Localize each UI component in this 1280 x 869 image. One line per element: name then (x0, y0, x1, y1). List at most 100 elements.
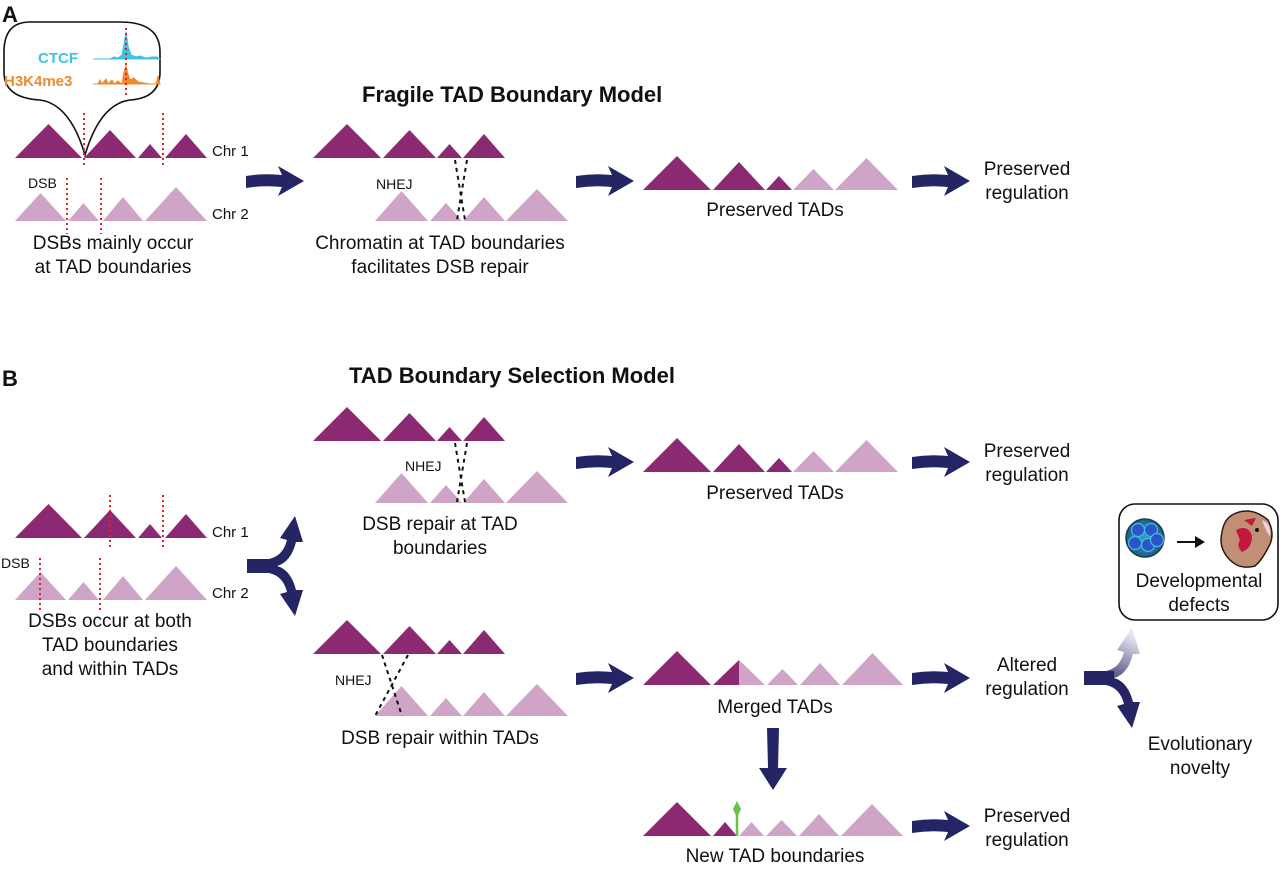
tad-triangle (103, 576, 143, 600)
tad-triangle (15, 504, 82, 538)
tad-triangle (463, 692, 505, 716)
h3k4me3-label: H3K4me3 (4, 73, 73, 90)
tad-triangle (375, 473, 428, 503)
embryo-defect-icon (1236, 528, 1252, 552)
tad-triangle (375, 191, 428, 221)
tad-triangle (68, 203, 99, 221)
altered-regulation-outcome: Altered regulation (968, 654, 1086, 702)
merged-tads-caption: Merged TADs (717, 697, 833, 718)
caption-line: TAD boundaries (42, 635, 178, 656)
evolutionary-novelty-caption: Evolutionary novelty (1130, 733, 1270, 781)
tad-triangle (165, 134, 207, 158)
caption-line: DSBs mainly occur (32, 233, 194, 254)
lower-branch-caption: DSB repair within TADs (341, 728, 539, 749)
embryo-limb-icon (1262, 520, 1271, 536)
tad-triangle (506, 189, 568, 221)
tad-triangle (766, 820, 797, 836)
tad-triangle (383, 130, 436, 158)
caption-line: regulation (985, 830, 1069, 851)
tad-triangle (383, 626, 436, 654)
new-boundary-marker-icon (733, 801, 741, 818)
caption-line: defects (1168, 595, 1230, 616)
developmental-defects-box (1118, 503, 1279, 621)
panel-a-preserved-tads-caption: Preserved TADs (706, 200, 844, 221)
embryo-defect-icon (1244, 518, 1256, 526)
caption-line: Preserved (983, 159, 1071, 180)
tad-triangle (138, 144, 162, 158)
tad-triangle (15, 572, 66, 600)
tad-triangle (145, 566, 207, 600)
panel-a-step2-caption: Chromatin at TAD boundaries facilitates … (290, 232, 590, 280)
panel-a-step1-caption: DSBs mainly occur at TAD boundaries (18, 232, 208, 280)
tad-triangle (842, 653, 903, 685)
chr1-label: Chr 1 (212, 524, 249, 541)
tad-triangle (835, 158, 898, 190)
tad-triangle (383, 413, 436, 441)
caption-line: and within TADs (41, 659, 179, 680)
tad-triangle (313, 620, 381, 654)
tad-triangle (463, 197, 505, 221)
upper-branch-caption: DSB repair at TAD boundaries (300, 513, 580, 561)
tad-triangle (713, 822, 737, 836)
caption-line: novelty (1169, 758, 1231, 779)
tad-triangle (15, 193, 66, 221)
tad-triangle (463, 630, 505, 654)
development-arrow-icon (1177, 536, 1205, 548)
nhej-junction-line (456, 442, 468, 503)
caption-line: Altered (996, 655, 1058, 676)
tad-triangle (835, 440, 898, 472)
chr2-label: Chr 2 (212, 206, 249, 223)
tad-triangle (766, 176, 792, 190)
merged-tad-chr2-part (739, 660, 765, 685)
tad-triangle (437, 640, 462, 654)
tad-triangle (430, 698, 462, 716)
flow-arrow-down (759, 728, 787, 790)
ctcf-signal-track (93, 31, 162, 60)
panel-a-outcome: Preserved regulation (968, 158, 1086, 206)
tad-triangle (793, 451, 834, 472)
dsb-label: DSB (1, 555, 30, 571)
flow-arrow-right (912, 447, 970, 477)
tad-triangle (766, 458, 792, 472)
caption-line: Preserved (983, 806, 1071, 827)
tad-triangle (375, 686, 428, 716)
caption-line: DSB repair at TAD (362, 514, 518, 535)
tad-triangle (739, 822, 764, 836)
flow-arrow-right (246, 166, 304, 196)
flow-arrow-right (576, 663, 634, 693)
embryo-eye-icon (1255, 528, 1259, 532)
new-boundaries-outcome: Preserved regulation (968, 805, 1086, 853)
caption-line: Chromatin at TAD boundaries (315, 233, 565, 254)
nhej-label-upper: NHEJ (405, 458, 442, 474)
fork-arrow-to-evolutionary-novelty (1084, 678, 1140, 728)
caption-line: facilitates DSB repair (351, 257, 529, 278)
merged-tad-chr1-part (713, 660, 739, 685)
tad-triangle (506, 471, 568, 503)
nhej-junction-line (374, 654, 409, 717)
flow-arrow-right (576, 447, 634, 477)
tad-triangle (84, 510, 136, 538)
nhej-junction-line (454, 442, 466, 503)
nhej-label-lower: NHEJ (335, 672, 372, 688)
tad-triangle (84, 130, 136, 158)
tad-triangle (430, 485, 462, 503)
tad-triangle (643, 651, 711, 685)
dsb-label: DSB (28, 175, 57, 191)
tad-triangle (793, 169, 834, 190)
panel-a-title: Fragile TAD Boundary Model (362, 82, 663, 107)
tad-triangle (643, 156, 711, 190)
panel-b-label: B (2, 366, 18, 391)
panel-a-label: A (2, 2, 18, 27)
tad-triangle (68, 582, 99, 600)
caption-line: boundaries (392, 538, 488, 559)
flow-arrow-right (912, 166, 970, 196)
upper-branch-outcome: Preserved regulation (968, 440, 1086, 488)
tad-triangle (800, 663, 840, 685)
chr1-label: Chr 1 (212, 143, 249, 160)
tad-triangle (799, 814, 839, 836)
fork-arrow-up (247, 516, 303, 566)
chr2-label: Chr 2 (212, 585, 249, 602)
tad-triangle (15, 124, 82, 158)
tad-triangle (841, 804, 903, 836)
tad-triangle (145, 187, 207, 221)
